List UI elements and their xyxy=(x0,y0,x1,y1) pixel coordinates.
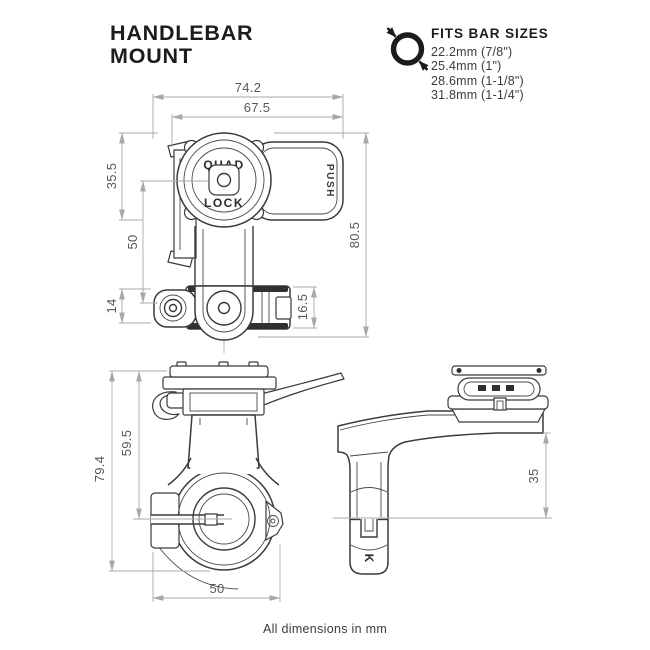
page-title-line1: HANDLEBAR xyxy=(110,21,254,45)
bar-diameter-icon xyxy=(386,27,429,71)
dim-front-overall-height: 79.4 xyxy=(92,456,107,483)
dim-top-to-head-center: 35.5 xyxy=(104,163,119,190)
mount-stem xyxy=(194,226,254,289)
dim-front-top-to-bar-center: 59.5 xyxy=(119,430,134,457)
dim-head-center-to-bolt: 50 xyxy=(125,234,140,249)
dim-head-width: 67.5 xyxy=(244,100,271,115)
side-arm-and-post: K xyxy=(337,410,544,575)
face-label-lock: LOCK xyxy=(204,196,244,210)
dim-overall-width: 74.2 xyxy=(235,80,262,95)
top-view-dimensions: 74.2 67.5 35.5 50 14 80.5 xyxy=(104,80,369,338)
front-view-dimensions: 79.4 59.5 50 xyxy=(92,370,281,602)
quad-lock-head: QUAD LOCK xyxy=(176,132,272,228)
top-view: PUSH xyxy=(104,80,369,353)
bar-size-item: 22.2mm (7/8") xyxy=(431,45,513,59)
page-title: HANDLEBAR MOUNT xyxy=(110,22,253,68)
clamp-base xyxy=(153,285,292,353)
front-view: 79.4 59.5 50 xyxy=(92,361,345,602)
bar-size-item: 31.8mm (1-1/4") xyxy=(431,87,524,102)
bar-size-item: 28.6mm (1-1/8") xyxy=(431,73,524,88)
dim-arm-to-bar-center: 35 xyxy=(526,468,541,483)
side-view: K 35 xyxy=(333,365,552,575)
fits-bar-sizes-heading: FITS BAR SIZES xyxy=(431,26,549,41)
push-lever-label: PUSH xyxy=(324,164,335,198)
lock-emboss: K xyxy=(362,554,376,563)
dimensions-note: All dimensions in mm xyxy=(262,622,388,636)
side-view-dimensions: 35 xyxy=(526,432,551,519)
dim-clamp-width: 50 xyxy=(209,581,224,596)
dim-base-thickness: 14 xyxy=(104,298,119,313)
page-title-line2: MOUNT xyxy=(110,44,193,68)
bar-size-item: 25.4mm (1") xyxy=(431,59,502,74)
dim-clamp-section: 16.5 xyxy=(295,294,310,321)
front-clamp xyxy=(133,425,284,590)
dim-overall-height: 80.5 xyxy=(347,222,362,249)
front-head-stack xyxy=(162,361,277,416)
side-head-stack xyxy=(447,365,549,423)
